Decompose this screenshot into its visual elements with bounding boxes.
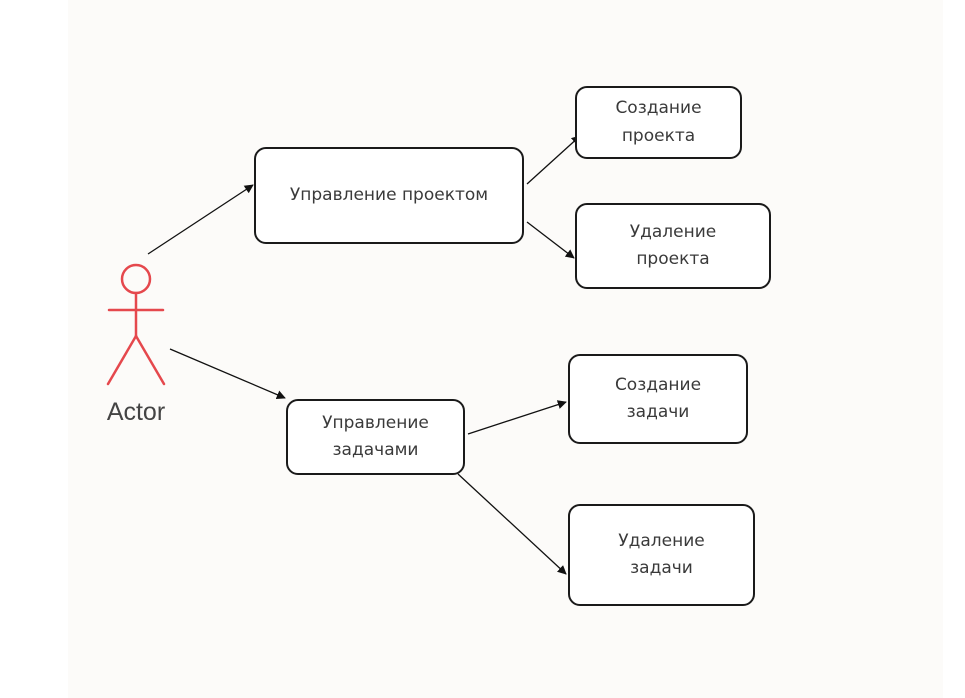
node-manage-project: Управление проектом: [254, 147, 524, 244]
actor-figure: [106, 263, 166, 386]
edge-manage-tasks-delete-task: [457, 473, 567, 575]
edge-actor-manage-project: [147, 184, 254, 255]
node-manage-tasks: Управление задачами: [286, 399, 465, 475]
node-delete-task: Удаление задачи: [568, 504, 755, 606]
edge-manage-project-create-project: [526, 135, 581, 185]
node-create-task: Создание задачи: [568, 354, 748, 444]
node-create-project: Создание проекта: [575, 86, 742, 159]
diagram-canvas: [68, 0, 943, 698]
edge-actor-manage-tasks: [169, 348, 286, 399]
actor-right-leg: [134, 334, 166, 386]
actor-left-leg: [106, 334, 138, 386]
node-delete-project: Удаление проекта: [575, 203, 771, 289]
actor-label: Actor: [106, 398, 166, 426]
edge-manage-tasks-create-task: [467, 400, 567, 435]
edge-manage-project-delete-project: [526, 221, 575, 259]
actor-head: [120, 263, 152, 295]
